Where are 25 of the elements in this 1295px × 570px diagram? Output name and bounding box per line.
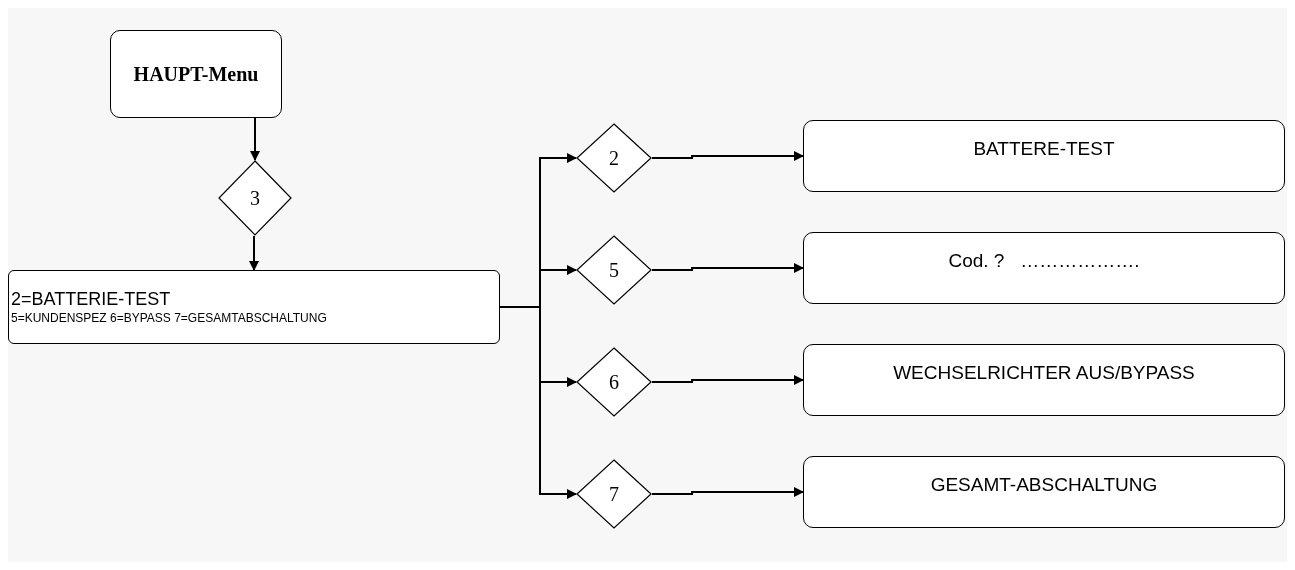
arrow	[250, 117, 260, 161]
menu-text: 5=KUNDENSPEZ 6=BYPASS 7=GESAMTABSCHALTUNG	[11, 310, 328, 326]
box-label: BATTERE-TEST	[973, 137, 1115, 161]
arrow	[651, 375, 804, 385]
process-box	[803, 456, 1285, 528]
arrow	[249, 235, 259, 271]
arrow	[651, 151, 804, 161]
diamond-label: 2	[609, 146, 619, 171]
menu-text: 2=BATTERIE-TEST	[11, 288, 172, 310]
process-box	[803, 232, 1285, 304]
box-label: WECHSELRICHTER AUS/BYPASS	[893, 361, 1195, 385]
arrow	[651, 263, 804, 273]
arrow	[499, 306, 577, 499]
start-box	[110, 30, 282, 118]
menu-box	[8, 270, 500, 344]
diamond-label: 6	[609, 370, 619, 395]
diamond-label: 3	[250, 186, 260, 211]
box-label: GESAMT-ABSCHALTUNG	[930, 473, 1158, 497]
process-box	[803, 344, 1285, 416]
box-label: Cod. ? ……………….	[948, 249, 1140, 273]
diamond-label: 5	[609, 258, 619, 283]
menu-title: HAUPT-Menu	[133, 62, 259, 87]
diamond-label: 7	[609, 482, 619, 507]
arrow	[651, 487, 804, 497]
process-box	[803, 120, 1285, 192]
